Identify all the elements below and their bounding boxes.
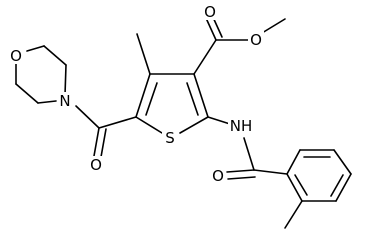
- bond-thiophene-c3-c2-inner: [186, 82, 199, 116]
- atom-ester-ether-oxygen: O: [248, 31, 264, 49]
- bond-benzene-3-4: [333, 149, 352, 175]
- bond-c5-amide-carbon: [98, 116, 137, 129]
- bond-benzene-4-5-inner: [330, 174, 344, 197]
- bond-c4-methyl: [136, 33, 151, 75]
- bond-benzene-1-2: [286, 149, 301, 175]
- bond-c3-ester-carbon: [193, 39, 217, 75]
- bond-thiophene-c5-s: [135, 116, 163, 134]
- bond-amide-carbon-ring: [253, 169, 288, 175]
- bond-morpholine-cc-cd: [15, 83, 39, 104]
- atom-label: N: [59, 92, 70, 110]
- bond-thiophene-c3-c2: [193, 73, 209, 118]
- bond-thiophene-c2-s: [179, 116, 209, 134]
- atom-ester-carbonyl-oxygen: O: [202, 3, 218, 21]
- atom-label: S: [165, 129, 175, 147]
- bond-benzamide-carbonyl-double-2: [227, 176, 256, 180]
- bond-benzene-4-5: [335, 173, 352, 202]
- bond-thiophene-c4-c5-inner: [145, 82, 158, 116]
- atom-thiophene-sulfur: S: [162, 129, 178, 147]
- bond-ring-methyl: [284, 200, 303, 229]
- bond-nh-amide-carbon: [243, 137, 255, 171]
- atom-benzamide-carbonyl-oxygen: O: [209, 167, 226, 185]
- bond-amide-carbonyl-double-2: [100, 128, 107, 158]
- bond-benzene-6-1-inner: [294, 174, 308, 196]
- atom-morpholine-oxygen: O: [8, 47, 25, 65]
- atom-label: O: [10, 47, 22, 65]
- bond-morpholine-n-ca: [64, 64, 67, 96]
- bond-benzene-6-1: [286, 173, 303, 202]
- atom-label: O: [204, 3, 216, 21]
- atom-label: NH: [230, 117, 253, 135]
- bond-morpholine-cb-o: [26, 45, 45, 52]
- bond-morpholine-cd-n: [37, 100, 57, 104]
- bond-c2-nitrogen: [207, 116, 231, 125]
- bond-amide-carbon-nitrogen: [75, 105, 100, 129]
- bond-ester-carbonyl-double-1: [205, 17, 217, 41]
- atom-label: O: [90, 156, 102, 174]
- bond-thiophene-c4-c5: [135, 73, 151, 118]
- bond-ester-oxygen-methyl: [261, 18, 286, 34]
- atom-morpholine-nitrogen: N: [57, 92, 73, 110]
- bond-amide-carbonyl-double-1: [93, 127, 100, 157]
- atom-amide-carbonyl-oxygen: O: [88, 156, 105, 174]
- atom-label: O: [212, 167, 224, 185]
- bond-benzamide-carbonyl-double-1: [226, 169, 255, 173]
- bond-morpholine-ca-cb: [43, 45, 67, 66]
- atom-label: O: [250, 31, 262, 49]
- atom-amide-nitrogen-h: NH: [228, 117, 255, 135]
